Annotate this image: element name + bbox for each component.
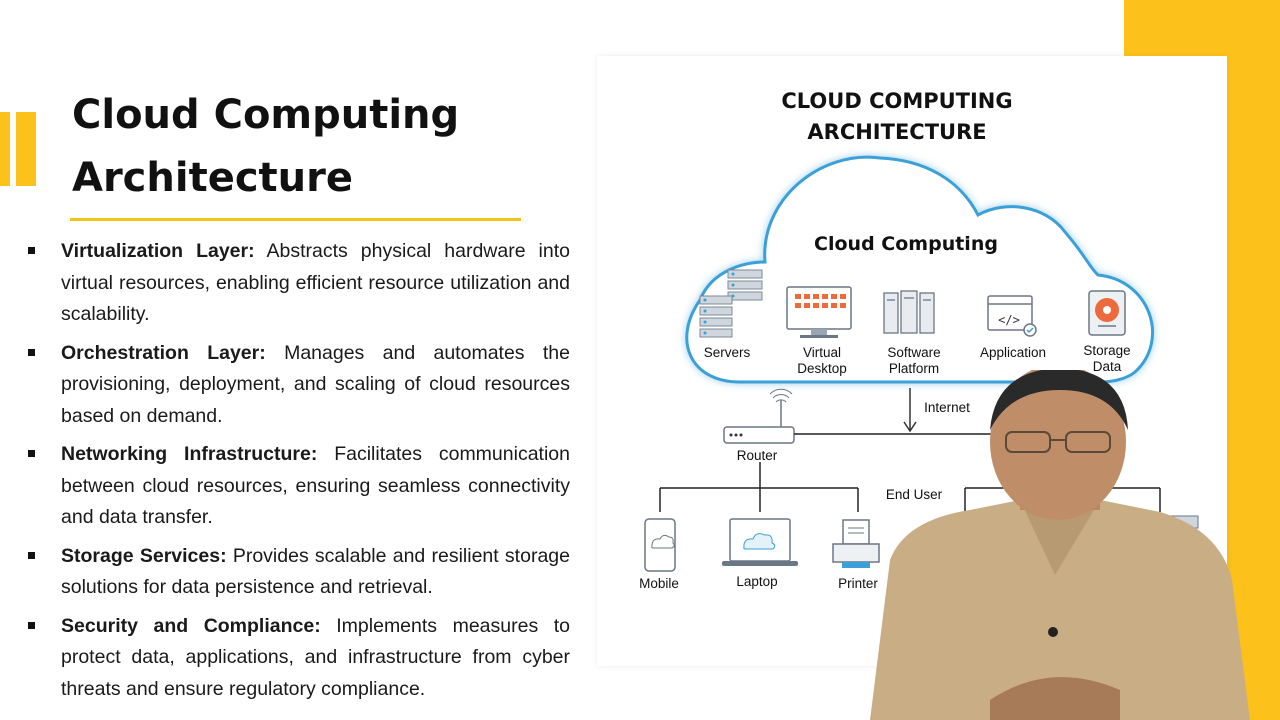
bullet-item: Virtualization Layer: Abstracts physical…: [24, 236, 570, 331]
end-user-label: End User: [885, 487, 943, 502]
accent-bar-left: [0, 112, 10, 186]
bullet-list: Virtualization Layer: Abstracts physical…: [24, 236, 570, 712]
storage-data-label: Storage Data: [1070, 343, 1144, 375]
bullet-text: Abstracts physical hardware into virtual…: [61, 240, 570, 325]
application-icon: </>: [987, 295, 1037, 337]
slide-title-line-2: Architecture: [72, 155, 353, 201]
servers-icon: [699, 269, 763, 338]
slide-title: Cloud Computing Architecture: [72, 84, 552, 210]
diagram-title-line-2: ARCHITECTURE: [807, 120, 987, 144]
bullet-item: Networking Infrastructure: Facilitates c…: [24, 439, 570, 534]
software-platform-label-line-2: Platform: [888, 361, 940, 376]
title-underline: [70, 218, 521, 221]
bullet-term: Orchestration Layer:: [61, 341, 266, 364]
bullet-item: Orchestration Layer: Manages and automat…: [24, 338, 570, 433]
printer-icon: [832, 519, 880, 568]
bullet-term: Security and Compliance:: [61, 614, 321, 637]
printer-label: Printer: [838, 576, 878, 591]
presenter-head: [990, 370, 1126, 520]
servers-label: Servers: [703, 345, 751, 360]
svg-text:</>: </>: [998, 313, 1020, 327]
bullet-square-icon: [28, 450, 35, 457]
bullet-term: Virtualization Layer:: [61, 240, 255, 262]
laptop-label: Laptop: [736, 574, 778, 589]
presenter-body: [870, 500, 1250, 720]
bullet-text: Manages and automates the provisioning, …: [61, 341, 570, 427]
storage-data-label-line-1: Storage: [1083, 343, 1131, 358]
internet-arrow: [903, 388, 917, 433]
bullet-square-icon: [28, 348, 35, 356]
diagram-title-line-1: CLOUD COMPUTING: [781, 89, 1013, 113]
bullet-square-icon: [28, 551, 35, 559]
internet-label: Internet: [924, 400, 970, 415]
bullet-term: Networking Infrastructure:: [61, 443, 318, 465]
application-label: Application: [979, 345, 1047, 360]
cloud-label: Cloud Computing: [814, 233, 998, 255]
bullet-text: Provides scalable and resilient storage …: [61, 544, 570, 599]
virtual-desktop-icon: [786, 286, 852, 338]
router-label: Router: [736, 448, 778, 463]
software-platform-label-line-1: Software: [887, 345, 941, 360]
virtual-desktop-label-line-1: Virtual: [802, 345, 842, 360]
laptop-icon: [722, 518, 798, 566]
bullet-term: Storage Services:: [61, 544, 227, 567]
bullet-square-icon: [28, 247, 35, 254]
bullet-text: Facilitates communication between cloud …: [61, 443, 570, 528]
slide-title-line-1: Cloud Computing: [72, 92, 460, 138]
mobile-label: Mobile: [639, 576, 679, 591]
bullet-square-icon: [28, 621, 35, 629]
bullet-item: Storage Services: Provides scalable and …: [24, 541, 570, 604]
bullet-text: Implements measures to protect data, app…: [61, 614, 570, 700]
router-icon: [723, 388, 795, 444]
bullet-item: Security and Compliance: Implements meas…: [24, 611, 570, 706]
presenter-video: [870, 370, 1250, 720]
accent-bar-left-2: [16, 112, 36, 186]
diagram-title: CLOUD COMPUTING ARCHITECTURE: [597, 86, 1197, 148]
virtual-desktop-label-line-2: Desktop: [797, 361, 847, 376]
virtual-desktop-label: Virtual Desktop: [782, 345, 862, 377]
mobile-icon: [644, 518, 676, 572]
software-platform-icon: [883, 290, 935, 334]
storage-data-label-line-2: Data: [1092, 359, 1122, 374]
software-platform-label: Software Platform: [874, 345, 954, 377]
storage-data-icon: [1088, 290, 1126, 336]
